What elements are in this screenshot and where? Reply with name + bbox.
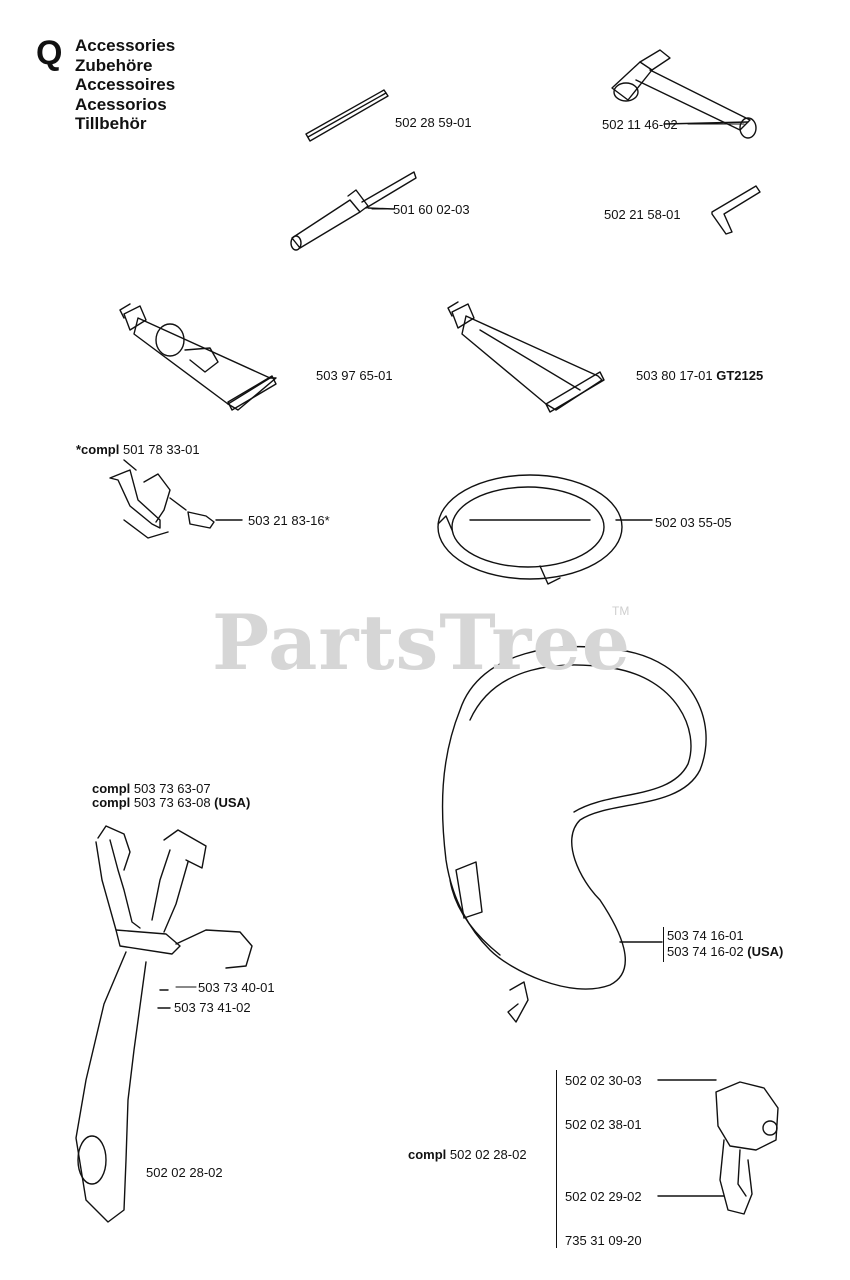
- compl-prefix: compl: [92, 781, 131, 796]
- shoulder-strap-illustration: [441, 645, 707, 1023]
- watermark-logo: PartsTree: [212, 598, 632, 687]
- section-titles: Accessories Zubehöre Accessoires Acessor…: [75, 36, 175, 134]
- part-label-wrench: 502 11 46-02: [602, 117, 678, 132]
- part-label-screwdriver: 501 60 02-03: [393, 202, 470, 217]
- trademark-mark: TM: [612, 604, 630, 618]
- grease-tube-illustration-2: [447, 301, 605, 413]
- part-number: 503 73 63-07: [133, 781, 211, 796]
- part-label-shoulder-strap-1: 503 74 16-01: [667, 928, 744, 943]
- harness-illustration: [75, 825, 253, 1223]
- part-label-hook-screw: 735 31 09-20: [565, 1233, 642, 1248]
- part-label-screw: 503 21 83-16*: [248, 513, 330, 528]
- title-swedish: Tillbehör: [75, 114, 147, 133]
- part-label-hook-assembly: compl 502 02 28-02: [408, 1147, 527, 1162]
- part-label-strap: 503 73 41-02: [174, 1000, 251, 1015]
- part-label-rod: 502 28 59-01: [395, 115, 472, 130]
- part-number: 503 74 16-02: [667, 944, 744, 959]
- part-label-harness-1: compl 503 73 63-07: [92, 781, 211, 796]
- bracket-line: [663, 927, 664, 962]
- section-letter: Q: [36, 34, 63, 72]
- part-label-hook-body: 502 02 38-01: [565, 1117, 642, 1132]
- part-label-clamp: *compl 501 78 33-01: [76, 442, 200, 457]
- part-label-grease-2: 503 80 17-01 GT2125: [636, 368, 763, 383]
- region-suffix: (USA): [214, 795, 251, 810]
- part-label-shoulder-strap-2: 503 74 16-02 (USA): [667, 944, 783, 959]
- leader-lines: [175, 123, 745, 988]
- compl-prefix: *compl: [76, 442, 120, 457]
- guard-ring-illustration: [437, 474, 653, 585]
- hex-key-illustration: [711, 185, 761, 235]
- title-english: Accessories: [75, 36, 176, 55]
- compl-prefix: compl: [92, 795, 131, 810]
- part-number: 503 80 17-01: [636, 368, 713, 383]
- group-bracket-line: [556, 1070, 557, 1248]
- part-label-harness-2: compl 503 73 63-08 (USA): [92, 795, 250, 810]
- clamp-illustration: [109, 459, 171, 539]
- title-portuguese: Acessorios: [75, 94, 167, 114]
- screw-illustration: [169, 497, 243, 529]
- region-suffix: (USA): [747, 944, 784, 959]
- combination-wrench-illustration: [611, 49, 757, 139]
- part-number: 503 73 63-08: [133, 795, 211, 810]
- part-label-hook: 502 02 29-02: [565, 1189, 642, 1204]
- grease-tube-illustration-1: [119, 303, 277, 411]
- part-label-buckle: 503 73 40-01: [198, 980, 275, 995]
- part-number: 502 02 28-02: [449, 1147, 527, 1162]
- compl-prefix: compl: [408, 1147, 447, 1162]
- part-label-hook-cover: 502 02 30-03: [565, 1073, 642, 1088]
- part-label-grease-1: 503 97 65-01: [316, 368, 393, 383]
- title-french: Accessoires: [75, 75, 176, 94]
- model-name: GT2125: [716, 368, 764, 383]
- part-number: 501 78 33-01: [122, 442, 200, 457]
- rod-illustration: [305, 89, 389, 142]
- hook-assembly-illustration: [657, 1079, 779, 1215]
- part-label-guard-ring: 502 03 55-05: [655, 515, 732, 530]
- title-german: Zubehöre: [75, 55, 153, 75]
- part-label-hip-pad: 502 02 28-02: [146, 1165, 223, 1180]
- part-label-hex-key: 502 21 58-01: [604, 207, 681, 222]
